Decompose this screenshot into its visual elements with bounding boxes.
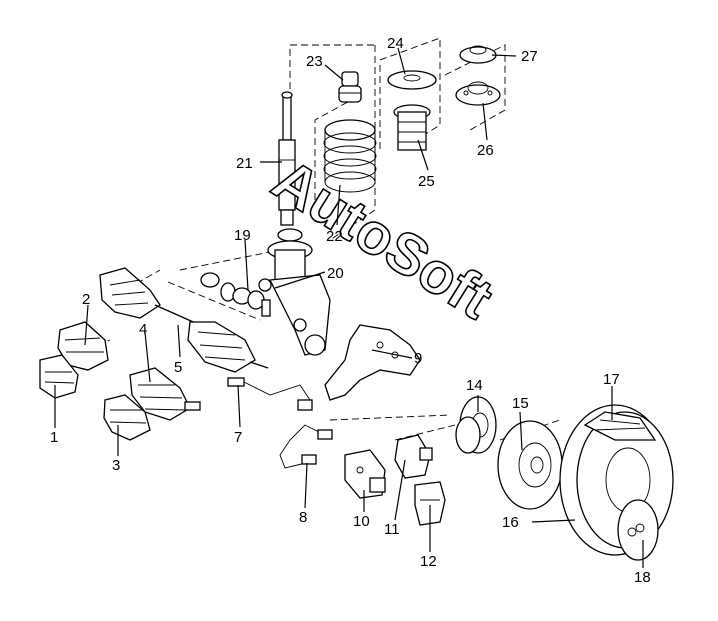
callout-2: 2 xyxy=(82,291,90,308)
steering-knuckle xyxy=(258,228,331,356)
shock-absorber xyxy=(278,91,296,226)
cv-boot-small xyxy=(39,354,79,399)
cv-joint-outer xyxy=(57,321,109,371)
leader-lines xyxy=(54,47,644,568)
callout-7: 7 xyxy=(234,429,242,446)
callout-22: 22 xyxy=(326,228,343,245)
brake-pipe xyxy=(279,424,333,469)
callout-5: 5 xyxy=(174,359,182,376)
callout-19: 19 xyxy=(234,227,251,244)
callout-1: 1 xyxy=(50,429,58,446)
callout-4: 4 xyxy=(139,321,147,338)
dashed-guides xyxy=(67,37,561,441)
callout-15: 15 xyxy=(512,395,529,412)
bump-stop xyxy=(338,71,362,103)
callout-8: 8 xyxy=(299,509,307,526)
callout-10: 10 xyxy=(353,513,370,530)
caliper-bracket xyxy=(414,481,446,526)
callout-18: 18 xyxy=(634,569,651,586)
callout-17: 17 xyxy=(603,371,620,388)
callout-25: 25 xyxy=(418,173,435,190)
callout-3: 3 xyxy=(112,457,120,474)
brake-splash-shield xyxy=(324,324,421,401)
spring-seat xyxy=(387,70,437,90)
cv-boot-large xyxy=(129,367,201,421)
callout-11: 11 xyxy=(384,521,400,538)
ball-joint-set xyxy=(200,272,271,317)
drive-shaft xyxy=(99,267,269,373)
strut-mount-lower xyxy=(455,81,501,106)
brake-pads xyxy=(394,434,433,479)
callout-16: 16 xyxy=(502,514,519,531)
wheel-hub xyxy=(455,396,497,454)
callout-9: 9 xyxy=(414,350,422,367)
callout-14: 14 xyxy=(466,377,483,394)
callout-21: 21 xyxy=(236,155,253,172)
callout-24: 24 xyxy=(387,35,404,52)
callout-12: 12 xyxy=(420,553,437,570)
dust-boot xyxy=(393,104,431,151)
brake-disc xyxy=(497,420,563,510)
cv-boot-inner xyxy=(103,394,151,441)
callout-26: 26 xyxy=(477,142,494,159)
callout-23: 23 xyxy=(306,53,323,70)
strut-mount-upper xyxy=(459,45,497,64)
callout-20: 20 xyxy=(327,265,344,282)
brake-hose xyxy=(227,377,313,411)
callout-labels: 1 2 3 4 5 7 8 9 10 11 12 14 15 16 17 18 … xyxy=(50,35,651,586)
brake-caliper xyxy=(344,449,386,499)
coil-spring xyxy=(323,119,377,193)
hub-cap xyxy=(617,499,659,561)
callout-27: 27 xyxy=(521,48,538,65)
